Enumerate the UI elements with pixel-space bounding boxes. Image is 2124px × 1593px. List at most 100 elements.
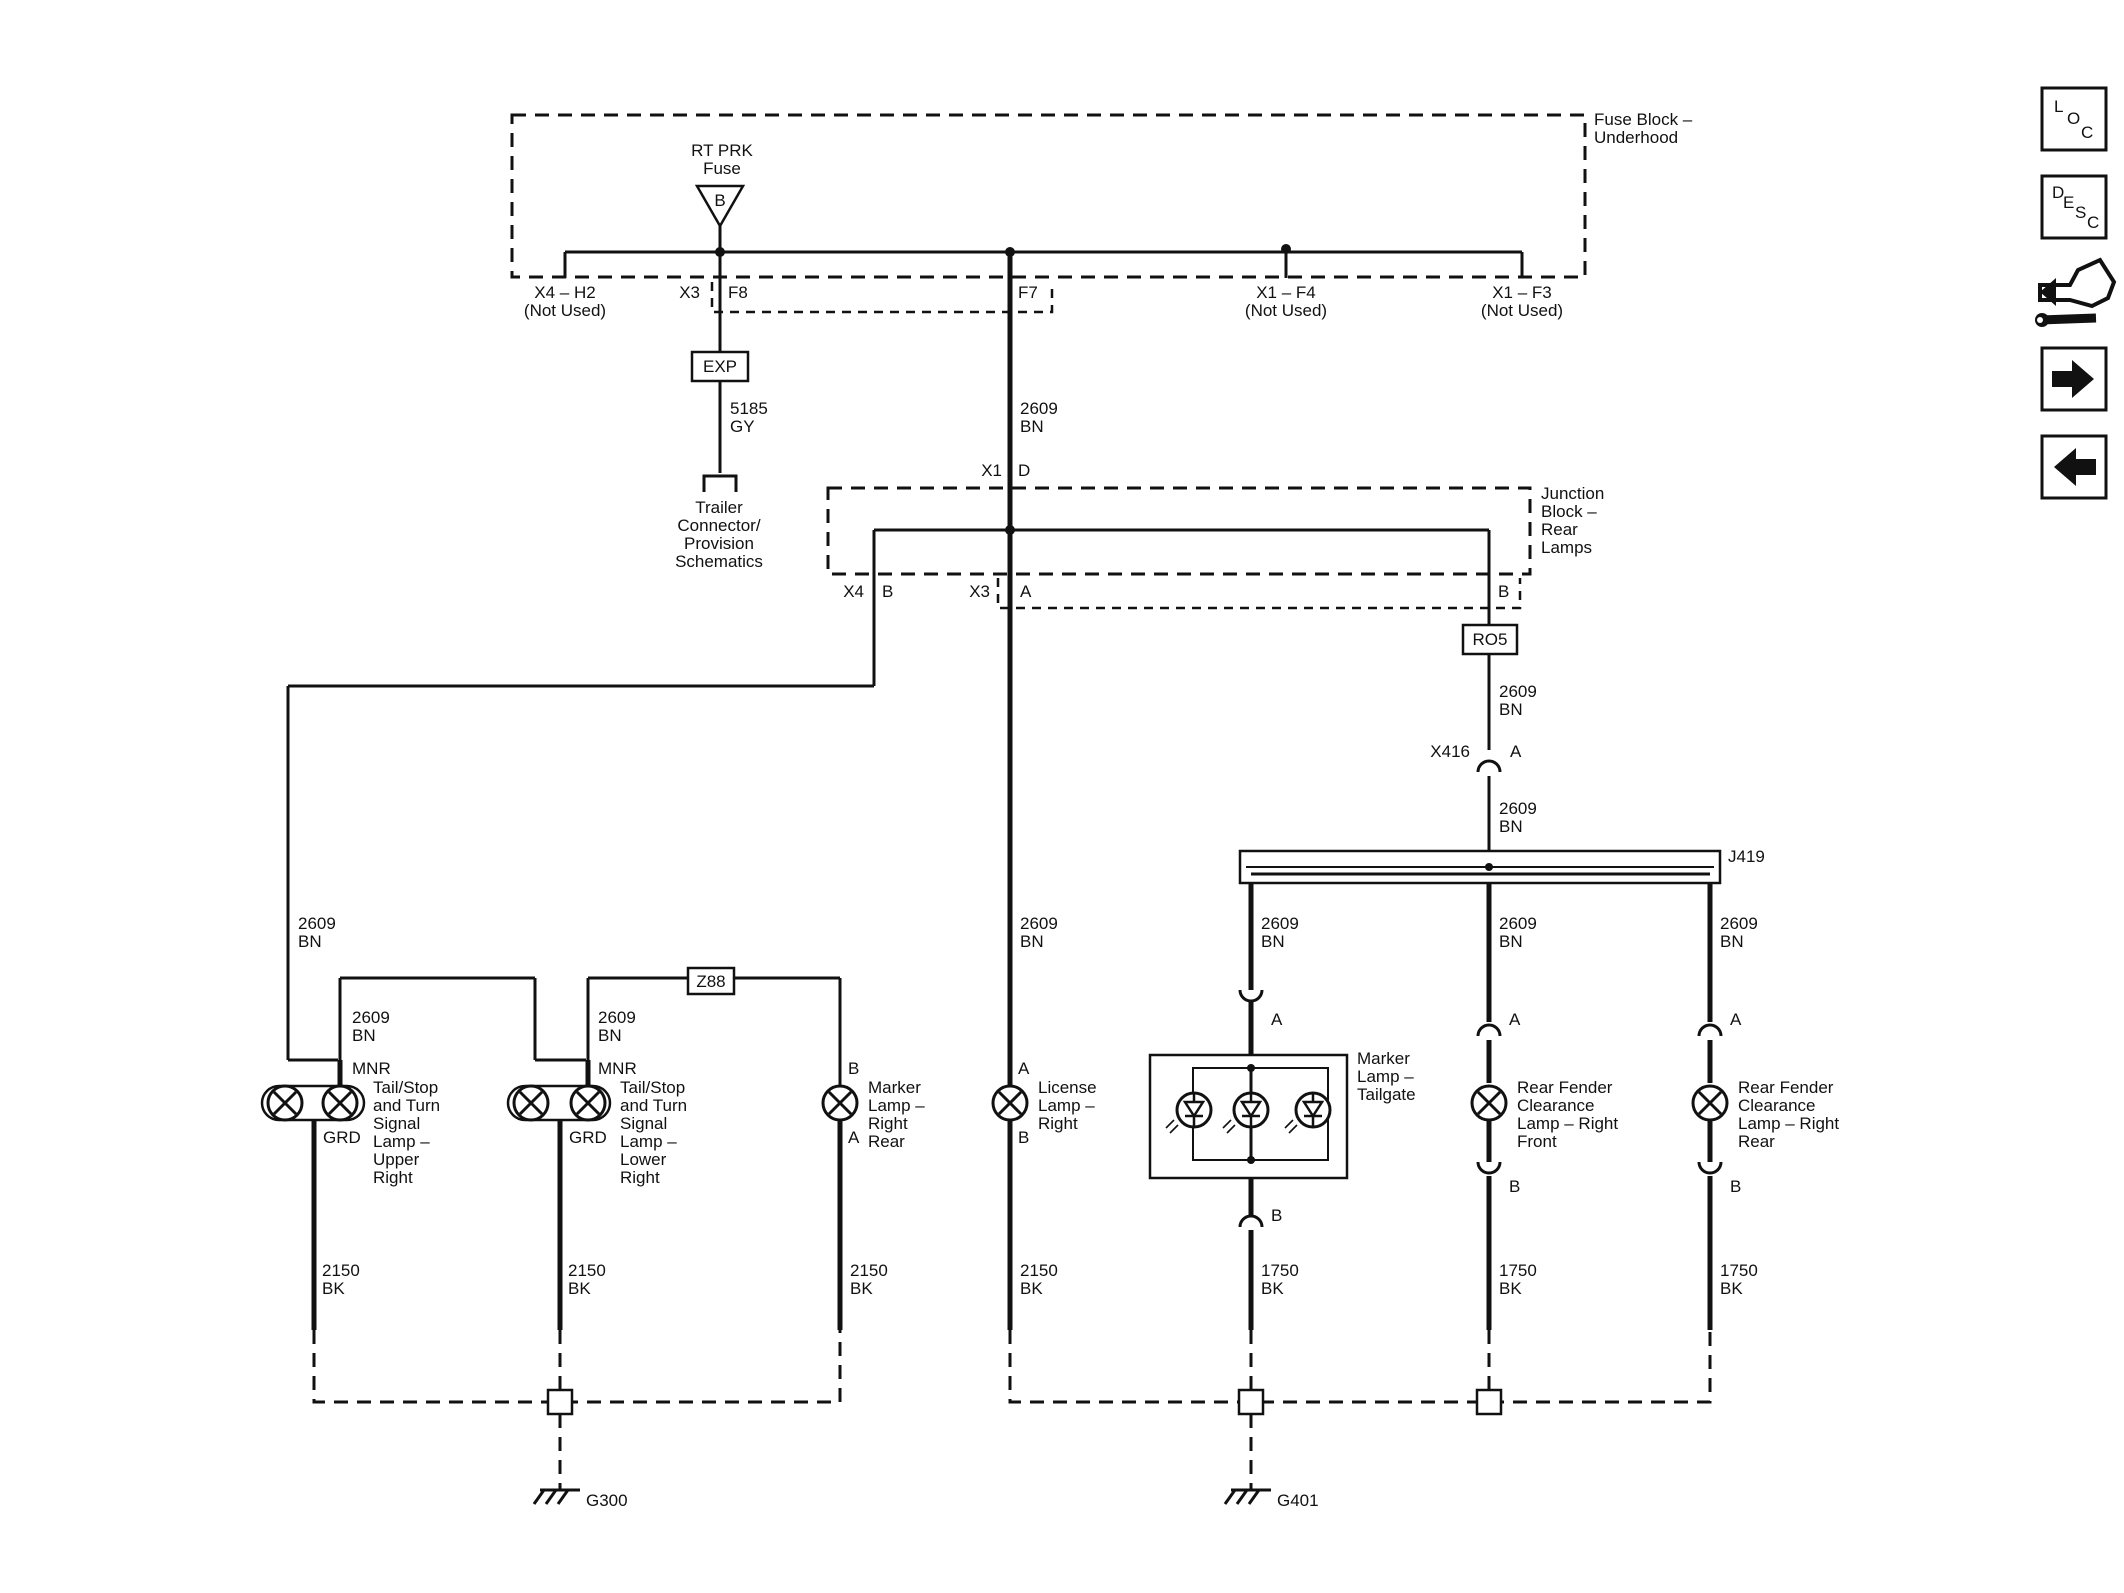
- fender-rear-a-label: A: [1730, 1010, 1742, 1029]
- x1-label: X1: [981, 461, 1002, 480]
- z88-label: Z88: [696, 972, 725, 991]
- f7-label: F7: [1018, 283, 1038, 302]
- loc-button[interactable]: L O C: [2040, 86, 2108, 152]
- fender-ground-splice: [1475, 1388, 1503, 1416]
- fender-rear-b-label: B: [1730, 1177, 1741, 1196]
- g300-ground-symbol: [532, 1488, 582, 1506]
- connector-wrench-icon[interactable]: [2035, 257, 2117, 327]
- loc-letter-o: O: [2067, 109, 2080, 128]
- f8-label: F8: [728, 283, 748, 302]
- g300-label: G300: [586, 1491, 628, 1510]
- fuse-pin-label: B: [714, 191, 725, 210]
- desc-letter-d: D: [2052, 183, 2064, 202]
- g401-label: G401: [1277, 1491, 1319, 1510]
- lower-mnr-label: MNR: [598, 1059, 637, 1078]
- tailgate-a-label: A: [1271, 1010, 1283, 1029]
- z88-option-box: [686, 966, 736, 996]
- trailer-connector-symbol: [702, 474, 738, 492]
- desc-letter-c: C: [2087, 213, 2099, 232]
- x3-connector-outline: [710, 282, 1054, 314]
- license-lamp-right: [991, 1084, 1029, 1122]
- fender-front-connector-a: [1476, 1023, 1502, 1037]
- back-button[interactable]: [2040, 434, 2108, 500]
- x4-b-label: B: [882, 582, 893, 601]
- marker-rr-b-label: B: [848, 1059, 859, 1078]
- loc-letter-c: C: [2081, 123, 2093, 142]
- desc-button[interactable]: D E S C: [2040, 174, 2108, 240]
- tailgate-connector-b: [1238, 1214, 1264, 1228]
- fender-front-b-label: B: [1509, 1177, 1520, 1196]
- x3-junction-connector-outline: [996, 578, 1522, 610]
- junction-block-outline: [826, 486, 1532, 576]
- rear-fender-clearance-lamp-right-front: [1470, 1084, 1508, 1122]
- x416-connector-symbol: [1476, 759, 1502, 773]
- fender-rear-connector-b: [1697, 1161, 1723, 1175]
- upper-grd-label: GRD: [323, 1128, 361, 1147]
- d-label: D: [1018, 461, 1030, 480]
- fender-front-a-label: A: [1509, 1010, 1521, 1029]
- x416-a-label: A: [1510, 742, 1522, 761]
- fender-front-connector-b: [1476, 1161, 1502, 1175]
- desc-letter-e: E: [2063, 193, 2074, 212]
- license-b-label: B: [1018, 1128, 1029, 1147]
- ro5-label: RO5: [1473, 630, 1508, 649]
- desc-letter-s: S: [2075, 203, 2086, 222]
- tailgate-b-label: B: [1271, 1206, 1282, 1225]
- g401-splice: [1237, 1388, 1265, 1416]
- tailgate-connector-a: [1238, 989, 1264, 1003]
- marker-lamp-right-rear: [821, 1084, 859, 1122]
- arrow-left-icon: [2054, 448, 2096, 486]
- x3-junction-label: X3: [969, 582, 990, 601]
- next-button[interactable]: [2040, 346, 2108, 412]
- x4-h2-label: X4 – H2(Not Used): [524, 283, 606, 320]
- fuse-block-outline: [510, 113, 1587, 279]
- x416-label: X416: [1430, 742, 1470, 761]
- g300-splice: [546, 1388, 574, 1416]
- rt-prk-fuse-symbol: B: [694, 184, 746, 229]
- arrow-right-icon: [2052, 360, 2094, 398]
- g401-ground-symbol: [1223, 1488, 1273, 1506]
- x1-f3-label: X1 – F3(Not Used): [1481, 283, 1563, 320]
- upper-mnr-label: MNR: [352, 1059, 391, 1078]
- x1-f4-label: X1 – F4(Not Used): [1245, 283, 1327, 320]
- license-a-label: A: [1018, 1059, 1030, 1078]
- fender-rear-connector-a: [1697, 1023, 1723, 1037]
- rear-fender-clearance-lamp-right-rear: [1691, 1084, 1729, 1122]
- j419-label: J419: [1728, 847, 1765, 866]
- exp-label: EXP: [703, 357, 737, 376]
- exp-option-box: [690, 350, 750, 383]
- loc-letter-l: L: [2054, 97, 2063, 116]
- x3-a-label: A: [1020, 582, 1032, 601]
- marker-rr-a-label: A: [848, 1128, 860, 1147]
- x3-b-label: B: [1498, 582, 1509, 601]
- lower-grd-label: GRD: [569, 1128, 607, 1147]
- x4-label: X4: [843, 582, 864, 601]
- fuse-block-label: Fuse Block –Underhood: [1594, 110, 1693, 147]
